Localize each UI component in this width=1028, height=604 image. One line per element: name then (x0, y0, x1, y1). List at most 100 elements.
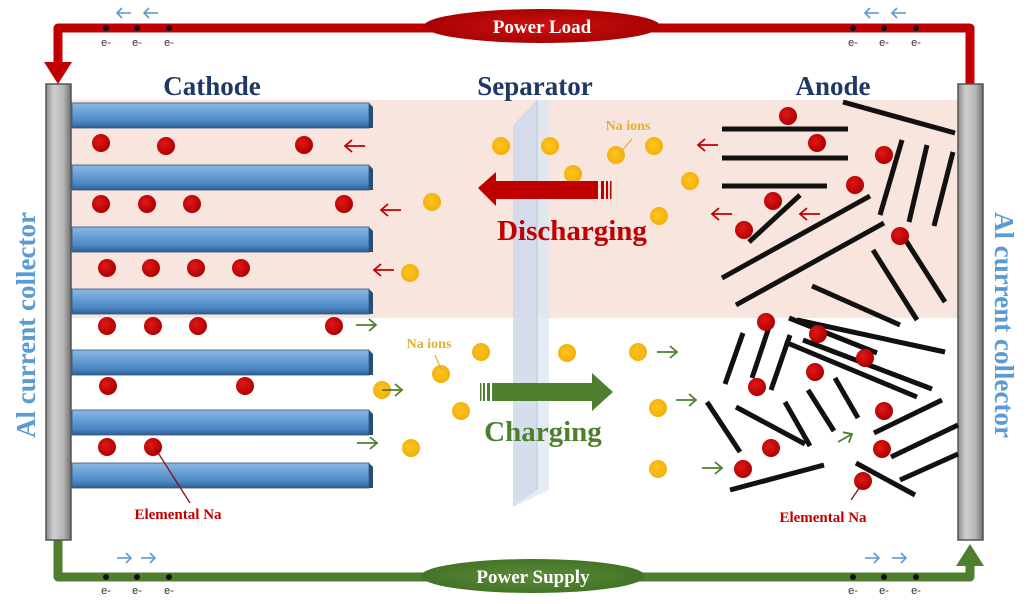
bottom-wire-arrowhead (956, 544, 984, 566)
carbon-layer (768, 334, 793, 391)
arrow-head (842, 431, 854, 443)
arrow-head (890, 7, 898, 19)
electron-dot (881, 25, 887, 31)
cathode-plate-edge (369, 463, 373, 488)
cathode-plate (71, 226, 373, 253)
cathode-plate-edge (369, 103, 373, 128)
carbon-layer (734, 220, 886, 308)
elemental-na-atom (99, 377, 117, 395)
elemental-na-atom (762, 439, 780, 457)
electron-dot (103, 574, 109, 580)
arrow-head (688, 393, 698, 407)
arrow-head (863, 7, 871, 19)
left-arrow-icon (710, 207, 732, 221)
right-arrow-icon (702, 461, 724, 475)
carbon-layer (749, 323, 773, 379)
right-collector-label: Al current collector (989, 212, 1019, 438)
electron-label: e- (879, 585, 889, 597)
electron-flow-left-icon (863, 7, 879, 19)
left-current-collector (45, 83, 72, 541)
elemental-na-atom (144, 438, 162, 456)
na-ion (423, 193, 441, 211)
cathode-plate (71, 102, 373, 129)
elemental-na-atom (92, 134, 110, 152)
elemental-na-atom (854, 472, 872, 490)
na-ions-bottom-pointer (434, 354, 442, 370)
carbon-layer (796, 317, 946, 355)
carbon-layer (877, 139, 905, 216)
arrow-head (368, 318, 378, 332)
left-arrow-icon (372, 263, 394, 277)
electron-dot (913, 25, 919, 31)
arrow-head (696, 138, 706, 152)
elemental-na-atom (808, 134, 826, 152)
elemental-na-atom (183, 195, 201, 213)
cathode-plate (71, 462, 373, 489)
carbon-layer (854, 460, 917, 498)
arrow-head (873, 552, 881, 564)
arrow-head (372, 263, 382, 277)
cathode-plate (71, 409, 373, 436)
cathode-plate-body (71, 462, 370, 489)
arrow-shaft (837, 433, 853, 443)
elemental-na-atom (236, 377, 254, 395)
cathode-plate-body (71, 102, 370, 129)
elemental-na-atom (875, 146, 893, 164)
electron-dot (850, 574, 856, 580)
left-arrow-icon (798, 207, 820, 221)
cathode-plate-edge (369, 350, 373, 375)
electron-label: e- (911, 37, 921, 49)
carbon-layer (832, 376, 861, 420)
carbon-layer (729, 462, 825, 493)
elemental-na-atom (98, 317, 116, 335)
carbon-layer (906, 144, 930, 223)
na-ion (432, 365, 450, 383)
elemental-na-atom (187, 259, 205, 277)
right-arrow-icon (382, 383, 404, 397)
arrow-head (669, 345, 679, 359)
carbon-layer (720, 193, 872, 281)
electron-flow-right-icon (117, 552, 133, 564)
cathode-title: Cathode (163, 71, 261, 101)
cathode-plate (71, 288, 373, 315)
cathode-plate (71, 164, 373, 191)
cathode-plate-body (71, 288, 370, 315)
separator-title: Separator (477, 71, 592, 101)
cathode-plate-edge (369, 410, 373, 435)
electron-label: e- (101, 37, 111, 49)
right-arrow-icon (657, 345, 679, 359)
na-ion (401, 264, 419, 282)
elemental-na-atom (806, 363, 824, 381)
carbon-layer (734, 404, 807, 447)
na-ion (629, 343, 647, 361)
discharging-label: Discharging (497, 215, 647, 247)
na-ion (492, 137, 510, 155)
arrow-head (149, 552, 157, 564)
electron-flow-left-icon (115, 7, 131, 19)
elemental-na-atom (779, 107, 797, 125)
cathode-plate-body (71, 226, 370, 253)
carbon-layer (842, 99, 956, 136)
electron-label: e- (164, 37, 174, 49)
na-ions (373, 137, 699, 478)
right-arrow-icon (837, 431, 854, 443)
na-ion (649, 399, 667, 417)
electron-label: e- (879, 37, 889, 49)
left-arrow-icon (343, 139, 365, 153)
elemental-na-atom (295, 136, 313, 154)
elemental-na-atom (144, 317, 162, 335)
left-arrow-icon (379, 203, 401, 217)
electron-flow-left-icon (142, 7, 158, 19)
elemental-na-atom (138, 195, 156, 213)
carbon-layer (898, 451, 960, 483)
charge-arrow-icon (480, 373, 613, 411)
elemental-na-atom (92, 195, 110, 213)
na-ions-bottom-label: Na ions (407, 337, 452, 352)
ion-flow-arrows (343, 138, 854, 475)
left-arrow-icon (696, 138, 718, 152)
elemental-na-atom (735, 221, 753, 239)
carbon-layer (805, 388, 837, 433)
elemental-na-atom (98, 259, 116, 277)
separator-membrane (513, 100, 549, 507)
